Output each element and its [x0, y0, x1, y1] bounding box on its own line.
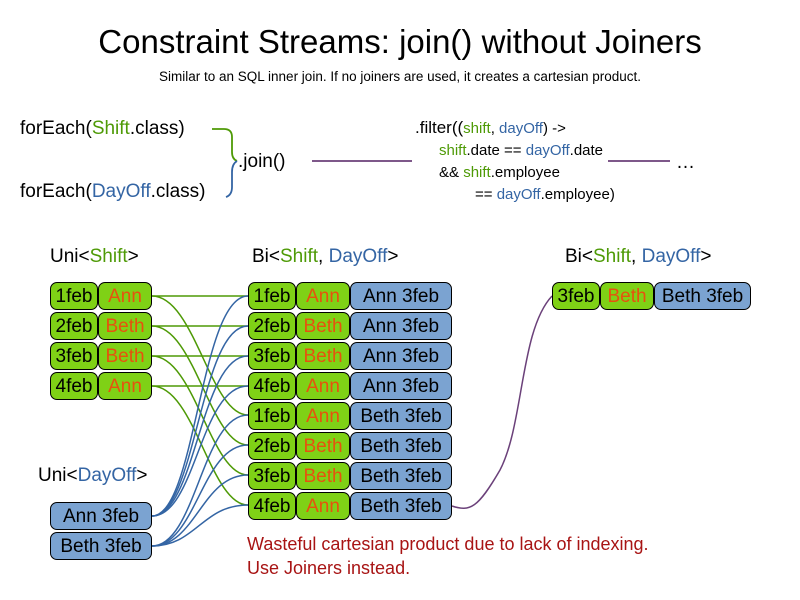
- cartesian-card-employee: Ann: [296, 282, 350, 310]
- brace-dayoff-arm: [225, 160, 238, 198]
- warning-line-2: Use Joiners instead.: [247, 558, 411, 578]
- foreach-dayoff-type: DayOff: [91, 181, 151, 202]
- filter-param-dayoff: dayOff: [499, 120, 543, 137]
- cartesian-card-dayoff: Beth 3feb: [350, 462, 452, 490]
- filter-param-shift: shift: [463, 120, 491, 137]
- cartesian-card-employee: Beth: [296, 342, 350, 370]
- dayoff-card: Ann 3feb: [50, 502, 152, 530]
- label-uni-shift: Uni<Shift>: [50, 245, 139, 269]
- result-card-employee: Beth: [600, 282, 654, 310]
- filter-line-1: .filter((shift, dayOff) ->: [415, 117, 615, 140]
- label-bi-middle: Bi<Shift, DayOff>: [252, 245, 398, 269]
- code-foreach-dayoff: forEach(DayOff.class): [20, 180, 206, 204]
- shift-card-employee: Beth: [98, 312, 152, 340]
- uni-shift-suffix: >: [127, 246, 139, 267]
- cartesian-card-date: 4feb: [248, 372, 296, 400]
- warning-note: Wasteful cartesian product due to lack o…: [247, 532, 649, 580]
- uni-dayoff-prefix: Uni<: [38, 465, 78, 486]
- cartesian-card-employee: Beth: [296, 462, 350, 490]
- filter-l4-end: .employee): [540, 186, 615, 203]
- cartesian-card-dayoff: Ann 3feb: [350, 312, 452, 340]
- shift-card-employee: Ann: [98, 282, 152, 310]
- filter-line-3: && shift.employee: [439, 162, 615, 184]
- cartesian-card-employee: Ann: [296, 372, 350, 400]
- page-subtitle: Similar to an SQL inner join. If no join…: [159, 69, 641, 84]
- dayoff-card: Beth 3feb: [50, 532, 152, 560]
- code-foreach-shift: forEach(Shift.class): [20, 117, 185, 141]
- code-join-label: .join(): [238, 151, 286, 172]
- cartesian-card-dayoff: Ann 3feb: [350, 342, 452, 370]
- foreach-shift-suffix: .class): [129, 118, 185, 139]
- shift-card-employee: Beth: [98, 342, 152, 370]
- label-bi-right: Bi<Shift, DayOff>: [565, 245, 711, 269]
- foreach-shift-type: Shift: [91, 118, 130, 139]
- cartesian-card-employee: Ann: [296, 492, 350, 520]
- filter-l2-shift: shift: [439, 142, 467, 159]
- filter-l4-eq: ==: [475, 186, 497, 203]
- filter-l4-dayoff: dayOff: [496, 186, 541, 203]
- result-card-date: 3feb: [552, 282, 600, 310]
- cartesian-card-dayoff: Beth 3feb: [350, 402, 452, 430]
- cartesian-card-date: 2feb: [248, 312, 296, 340]
- cartesian-card-date: 3feb: [248, 462, 296, 490]
- cartesian-card-date: 2feb: [248, 432, 296, 460]
- cartesian-card-date: 1feb: [248, 282, 296, 310]
- cartesian-card-dayoff: Ann 3feb: [350, 372, 452, 400]
- bi-right-type-b: DayOff: [641, 246, 701, 267]
- bi-mid-type-b: DayOff: [328, 246, 388, 267]
- shift-card-date: 4feb: [50, 372, 98, 400]
- bi-right-prefix: Bi<: [565, 246, 593, 267]
- dayoff-fanout-wires: [151, 295, 249, 547]
- filter-l2-mid: .date ==: [466, 142, 526, 159]
- shift-card-employee: Ann: [98, 372, 152, 400]
- bi-right-comma: ,: [631, 246, 642, 267]
- bi-right-type-a: Shift: [593, 246, 632, 267]
- foreach-shift-prefix: forEach(: [20, 118, 92, 139]
- match-to-result-wire: [451, 295, 553, 510]
- cartesian-card-employee: Beth: [296, 432, 350, 460]
- code-filter-block: .filter((shift, dayOff) -> shift.date ==…: [415, 117, 615, 206]
- foreach-dayoff-suffix: .class): [150, 181, 206, 202]
- filter-open: .filter((: [415, 118, 464, 137]
- code-ellipsis: …: [676, 152, 695, 173]
- cartesian-card-date: 4feb: [248, 492, 296, 520]
- bi-mid-type-a: Shift: [280, 246, 319, 267]
- warning-line-1: Wasteful cartesian product due to lack o…: [247, 534, 649, 554]
- bi-mid-comma: ,: [318, 246, 329, 267]
- filter-l3-and: &&: [439, 164, 464, 181]
- uni-dayoff-suffix: >: [136, 465, 148, 486]
- filter-param-comma: ,: [490, 120, 500, 137]
- filter-l3-end: .employee: [490, 164, 560, 181]
- result-card-dayoff: Beth 3feb: [654, 282, 751, 310]
- cartesian-card-employee: Beth: [296, 312, 350, 340]
- filter-line-4: == dayOff.employee): [475, 184, 615, 206]
- page-title: Constraint Streams: join() without Joine…: [98, 23, 702, 60]
- uni-dayoff-type: DayOff: [77, 465, 137, 486]
- cartesian-card-date: 3feb: [248, 342, 296, 370]
- bi-mid-suffix: >: [387, 246, 399, 267]
- cartesian-card-dayoff: Beth 3feb: [350, 492, 452, 520]
- brace-shift-arm: [212, 128, 238, 162]
- filter-line-2: shift.date == dayOff.date: [439, 140, 615, 162]
- filter-l2-dayoff: dayOff: [525, 142, 570, 159]
- bi-mid-prefix: Bi<: [252, 246, 280, 267]
- shift-card-date: 1feb: [50, 282, 98, 310]
- foreach-dayoff-prefix: forEach(: [20, 181, 92, 202]
- cartesian-card-dayoff: Beth 3feb: [350, 432, 452, 460]
- bi-right-suffix: >: [700, 246, 712, 267]
- filter-l3-shift: shift: [463, 164, 491, 181]
- uni-shift-prefix: Uni<: [50, 246, 90, 267]
- label-uni-dayoff: Uni<DayOff>: [38, 464, 148, 488]
- cartesian-card-date: 1feb: [248, 402, 296, 430]
- shift-card-date: 2feb: [50, 312, 98, 340]
- filter-arrow: ) ->: [542, 120, 566, 137]
- shift-fanout-wires: [151, 295, 249, 506]
- filter-l2-end: .date: [569, 142, 604, 159]
- uni-shift-type: Shift: [89, 246, 128, 267]
- shift-card-date: 3feb: [50, 342, 98, 370]
- cartesian-card-dayoff: Ann 3feb: [350, 282, 452, 310]
- cartesian-card-employee: Ann: [296, 402, 350, 430]
